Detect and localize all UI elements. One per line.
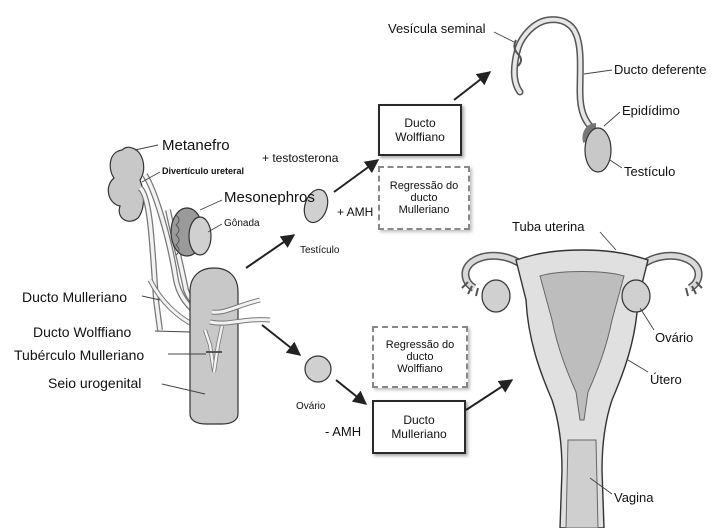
label-seio-urogenital: Seio urogenital <box>48 376 141 390</box>
arrow-wolffian-male <box>454 72 490 100</box>
label-ducto-wolffiano-embryo: Ducto Wolffiano <box>33 325 131 339</box>
arrow-to-testis <box>246 235 294 268</box>
label-ovario-small: Ovário <box>296 402 325 412</box>
ovary-left <box>482 280 510 312</box>
arrow-to-ovary <box>262 325 300 355</box>
box-regressao-mulleriano-text: Regressão do ducto Mulleriano <box>390 180 459 216</box>
label-tuberculo-mulleriano: Tubérculo Mulleriano <box>14 348 144 362</box>
label-ducto-mulleriano-embryo: Ducto Mulleriano <box>22 290 127 304</box>
box-ducto-wolffiano: Ducto Wolffiano <box>378 104 462 156</box>
label-testiculo: Testículo <box>624 165 675 178</box>
box-regressao-wolffiano: Regressão do ducto Wolffiano <box>372 326 468 388</box>
label-vagina: Vagina <box>614 491 654 504</box>
label-testiculo-small: Testículo <box>300 246 339 256</box>
vagina <box>566 440 598 528</box>
arrow-mullerian-female <box>466 380 512 410</box>
label-amh-minus: - AMH <box>325 425 361 438</box>
label-utero: Útero <box>650 373 682 386</box>
ovary-small <box>305 356 331 382</box>
label-epididimo: Epidídimo <box>622 104 680 117</box>
label-diverticulo-ureteral: Divertículo ureteral <box>162 167 244 176</box>
metanephros <box>108 147 143 221</box>
box-ducto-mulleriano: Ducto Mulleriano <box>372 400 466 454</box>
arrow-ovary-mullerian <box>336 380 366 404</box>
label-amh-plus: + AMH <box>337 206 373 218</box>
box-ducto-wolffiano-text: Ducto Wolffiano <box>395 116 445 144</box>
label-ducto-deferente: Ducto deferente <box>614 63 707 76</box>
label-gonada: Gônada <box>224 219 260 229</box>
box-ducto-mulleriano-text: Ducto Mulleriano <box>391 413 446 441</box>
gonad <box>189 217 211 255</box>
urogenital-sinus <box>190 268 238 424</box>
box-regressao-wolffiano-text: Regressão do ducto Wolffiano <box>386 339 455 375</box>
label-mesonephros: Mesonephros <box>224 190 315 205</box>
testis <box>585 128 611 172</box>
label-metanefro: Metanefro <box>162 138 230 153</box>
label-ovario: Ovário <box>655 331 693 344</box>
box-regressao-mulleriano: Regressão do ducto Mulleriano <box>378 166 470 230</box>
ovary-right <box>622 280 650 312</box>
label-testosterona: + testosterona <box>262 152 338 164</box>
label-tuba-uterina: Tuba uterina <box>512 220 585 233</box>
arrow-testis-wolffian <box>334 160 378 192</box>
label-vesicula-seminal: Vesícula seminal <box>388 22 486 35</box>
male-tract <box>514 20 611 172</box>
